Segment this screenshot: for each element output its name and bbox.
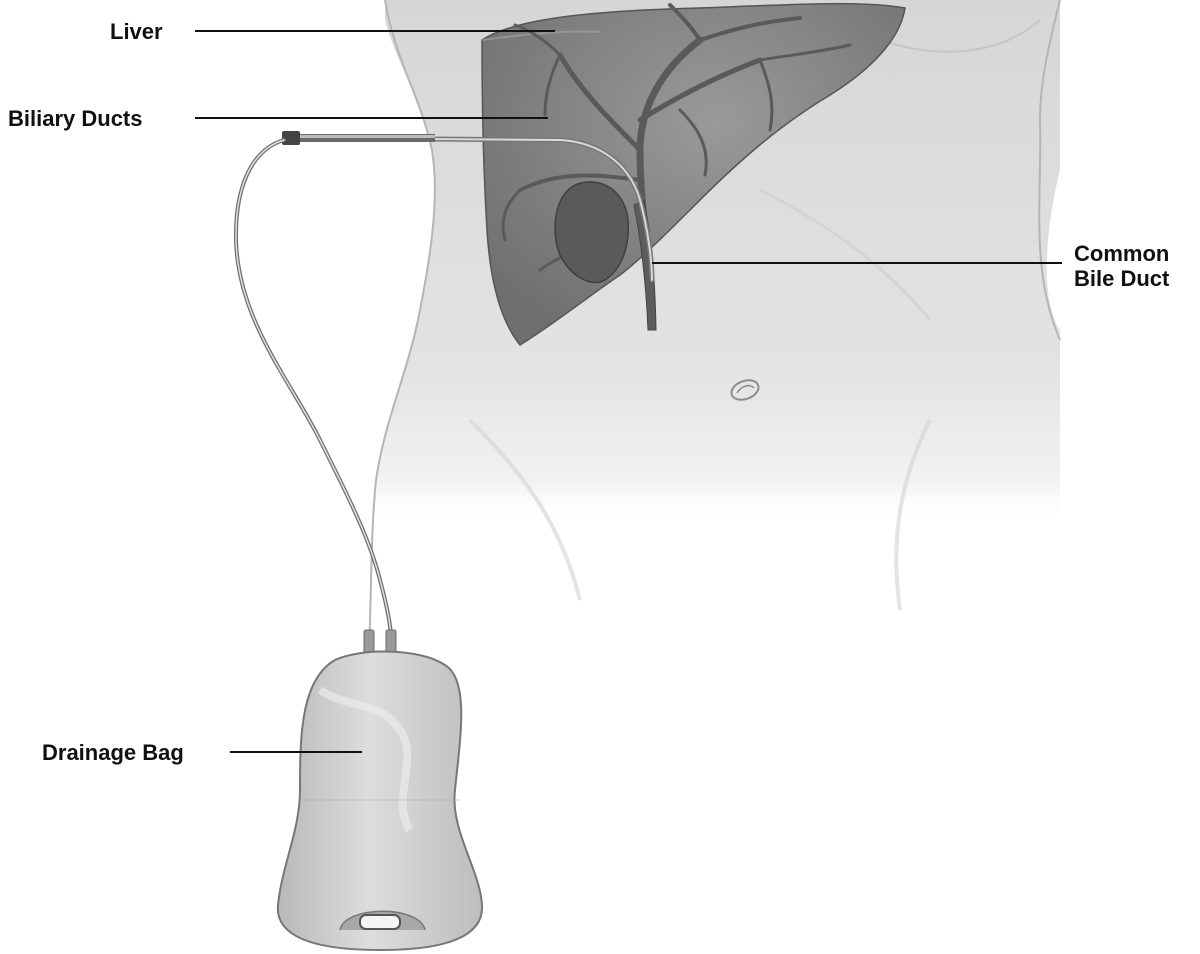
drainage-bag-label: Drainage Bag [42,740,184,765]
common-bile-duct-label: Common Bile Duct [1074,241,1169,291]
drainage-bag [278,630,482,950]
biliary-ducts-label: Biliary Ducts [8,106,143,131]
common-bile-duct-label-line2: Bile Duct [1074,266,1169,291]
catheter-hub [282,131,435,145]
drainage-tube [236,140,392,655]
liver-label: Liver [110,19,163,44]
common-bile-duct-label-line1: Common [1074,241,1169,266]
bag-handle-slot [360,915,400,929]
